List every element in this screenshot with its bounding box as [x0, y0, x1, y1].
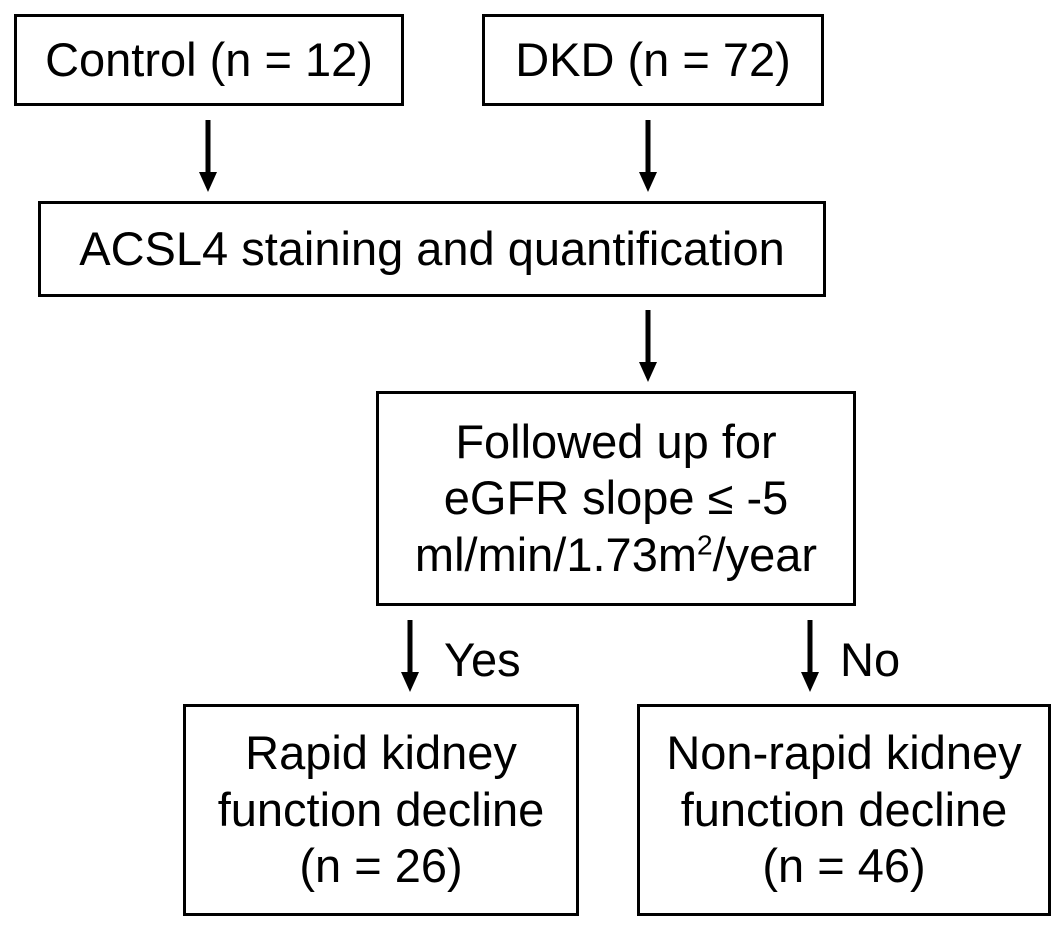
arrow-control-to-staining	[199, 120, 217, 192]
nonrapid-line-2: function decline	[680, 782, 1008, 836]
nonrapid-line-3: (n = 46)	[762, 839, 926, 893]
staining-label: ACSL4 staining and quantification	[79, 221, 785, 275]
arrow-followup-to-rapid	[401, 620, 419, 692]
rapid-line-3: (n = 26)	[299, 839, 463, 893]
arrow-dkd-to-staining	[639, 120, 657, 192]
edge-label-yes: Yes	[444, 633, 521, 686]
dkd-label: DKD (n = 72)	[515, 32, 791, 86]
rapid-decline-node: Rapid kidney function decline (n = 26)	[183, 704, 579, 916]
arrow-staining-to-followup	[639, 310, 657, 382]
staining-node: ACSL4 staining and quantification	[38, 201, 826, 297]
nonrapid-decline-node: Non-rapid kidney function decline (n = 4…	[637, 704, 1051, 916]
followup-line-2: eGFR slope ≤ -5	[443, 471, 789, 525]
edge-label-no: No	[840, 633, 901, 686]
followup-node: Followed up for eGFR slope ≤ -5 ml/min/1…	[376, 391, 856, 606]
dkd-node: DKD (n = 72)	[482, 14, 824, 106]
control-label: Control (n = 12)	[45, 32, 373, 86]
nonrapid-line-1: Non-rapid kidney	[666, 726, 1022, 780]
followup-superscript: 2	[697, 529, 713, 561]
followup-line-3: ml/min/1.73m2/year	[414, 527, 818, 581]
arrow-followup-to-nonrapid	[801, 620, 819, 692]
control-node: Control (n = 12)	[14, 14, 404, 106]
followup-line-1: Followed up for	[455, 414, 777, 468]
rapid-line-1: Rapid kidney	[245, 726, 517, 780]
rapid-line-2: function decline	[217, 782, 545, 836]
